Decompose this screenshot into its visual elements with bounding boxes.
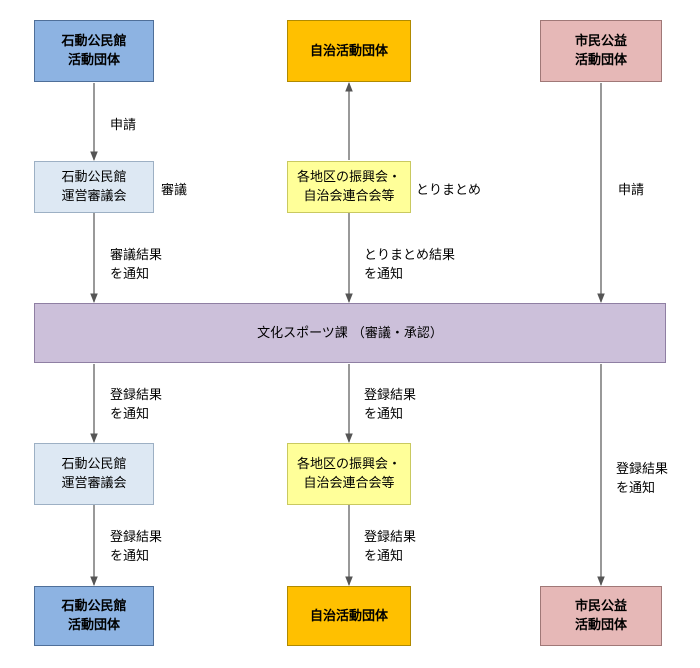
label-apply-right: 申請 — [618, 183, 645, 198]
label-deliberation-result: 審議結果 を通知 — [110, 248, 163, 282]
box-kominkan-group-top: 石動公民館 活動団体 — [34, 20, 154, 82]
box-culture-sports-dept: 文化スポーツ課 （審議・承認） — [34, 303, 666, 363]
box-kominkan-group-bottom: 石動公民館 活動団体 — [34, 586, 154, 646]
label-apply-left: 申請 — [110, 118, 137, 133]
label-registration-result-right: 登録結果 を通知 — [616, 462, 669, 496]
box-district-association-lower: 各地区の振興会・ 自治会連合会等 — [287, 443, 411, 505]
label-registration-result-mid-1: 登録結果 を通知 — [364, 388, 417, 422]
label-registration-result-left-2: 登録結果 を通知 — [110, 530, 163, 564]
label-deliberation: 審議 — [161, 183, 188, 198]
box-shimin-group-top: 市民公益 活動団体 — [540, 20, 662, 82]
box-jichi-group-top: 自治活動団体 — [287, 20, 411, 82]
box-shimin-group-bottom: 市民公益 活動団体 — [540, 586, 662, 646]
label-registration-result-left-1: 登録結果 を通知 — [110, 388, 163, 422]
box-jichi-group-bottom: 自治活動団体 — [287, 586, 411, 646]
label-compile: とりまとめ — [416, 183, 482, 198]
box-kominkan-council-lower: 石動公民館 運営審議会 — [34, 443, 154, 505]
label-registration-result-mid-2: 登録結果 を通知 — [364, 530, 417, 564]
label-compile-result: とりまとめ結果 を通知 — [364, 248, 456, 282]
box-district-association-upper: 各地区の振興会・ 自治会連合会等 — [287, 161, 411, 213]
box-kominkan-council-upper: 石動公民館 運営審議会 — [34, 161, 154, 213]
